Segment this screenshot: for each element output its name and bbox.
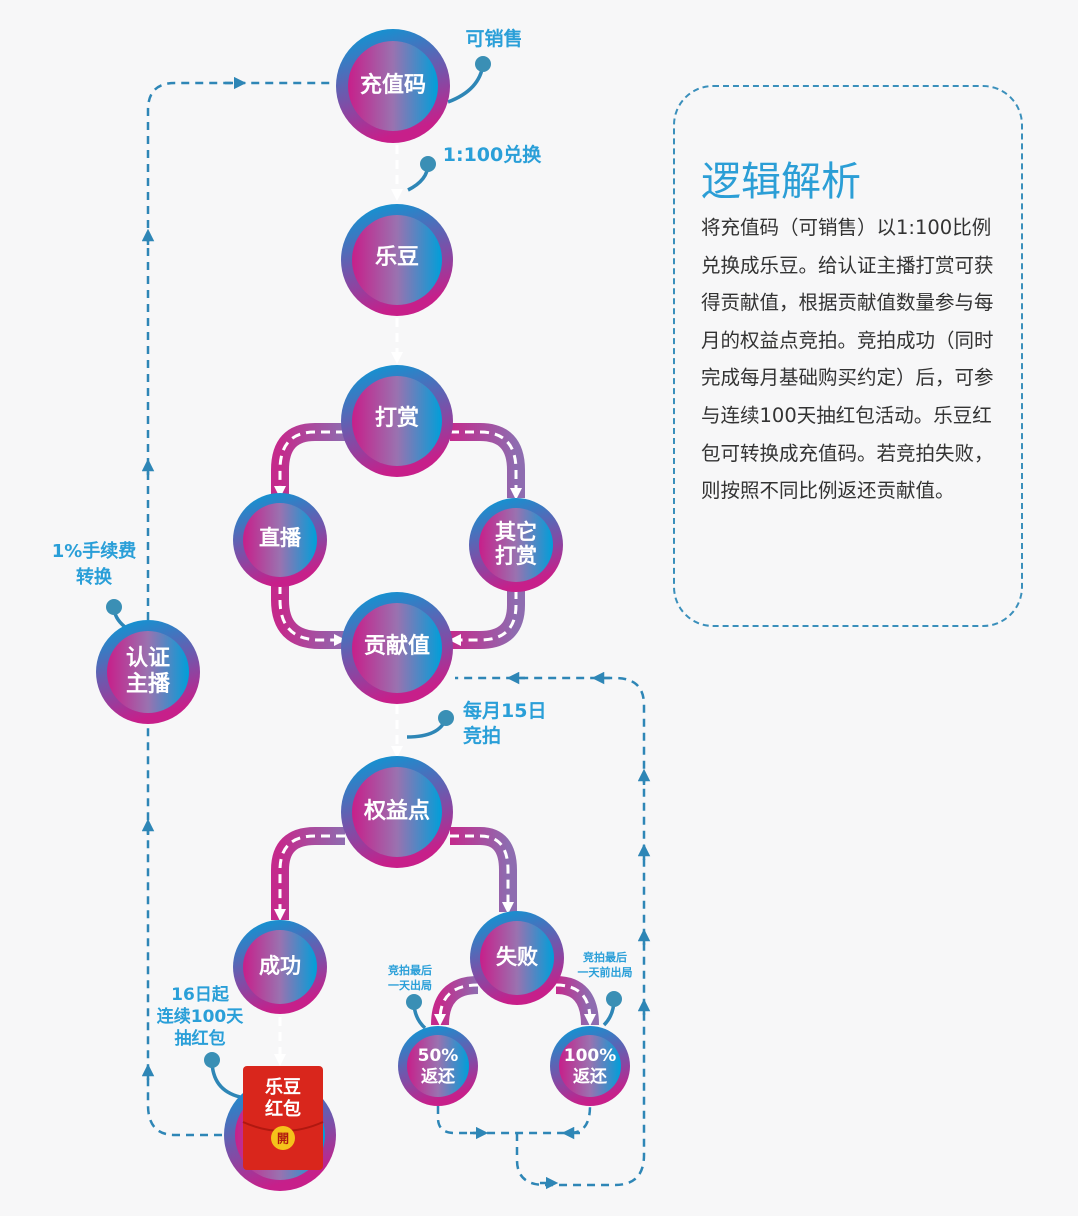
label-draw: 16日起 <box>171 984 230 1005</box>
label-fee: 转换 <box>76 566 113 588</box>
node-label: 返还 <box>573 1067 608 1087</box>
node-label: 乐豆 <box>375 245 419 270</box>
node-tip: 打赏 <box>341 365 453 477</box>
node-label: 其它 <box>495 520 537 544</box>
node-label: 成功 <box>259 954 301 978</box>
panel-title: 逻辑解析 <box>701 159 861 205</box>
node-refund-50: 50% 返还 <box>398 1026 478 1106</box>
node-label: 返还 <box>421 1067 456 1087</box>
label-auction: 每月15日 <box>463 699 546 722</box>
label-out-before: 竞拍最后 <box>583 950 627 964</box>
node-success: 成功 <box>233 920 327 1014</box>
node-refund-100: 100% 返还 <box>550 1026 630 1106</box>
label-sellable: 可销售 <box>465 27 522 50</box>
annotations: 可销售 1:100兑换 1%手续费 转换 每月15日 竞拍 16日起 连续100… <box>52 27 633 1049</box>
node-label: 认证 <box>126 646 170 671</box>
node-label: 50% <box>418 1046 459 1066</box>
node-contribution: 贡献值 <box>341 592 453 704</box>
node-certified-anchor: 认证 主播 <box>96 620 200 724</box>
node-label: 贡献值 <box>364 633 430 659</box>
dashed-loops <box>141 76 651 1190</box>
node-label: 权益点 <box>363 798 430 824</box>
callout-pins <box>106 56 622 1099</box>
node-equity: 权益点 <box>341 756 453 868</box>
label-fee: 1%手续费 <box>52 540 137 562</box>
node-label: 100% <box>564 1046 617 1066</box>
node-label: 乐豆 <box>265 1077 301 1098</box>
node-recharge-code: 充值码 <box>336 29 450 143</box>
node-label: 直播 <box>259 526 302 550</box>
label-out-last: 一天出局 <box>388 978 432 992</box>
node-label: 打赏 <box>495 544 537 568</box>
node-ledou: 乐豆 <box>341 204 453 316</box>
label-draw: 连续100天 <box>157 1006 244 1027</box>
label-draw: 抽红包 <box>175 1028 226 1049</box>
label-out-before: 一天前出局 <box>578 965 633 979</box>
node-other-tip: 其它 打赏 <box>469 498 563 592</box>
open-coin-icon <box>271 1126 295 1150</box>
node-label: 打赏 <box>375 406 419 431</box>
main-tracks <box>271 140 599 1066</box>
node-label: 主播 <box>126 672 171 697</box>
node-label: 红包 <box>265 1098 301 1120</box>
node-label: 充值码 <box>360 72 426 98</box>
label-exchange: 1:100兑换 <box>443 143 542 166</box>
node-label: 失败 <box>496 945 538 969</box>
node-fail: 失败 <box>470 911 564 1005</box>
panel-body: 将充值码（可销售）以1:100比例兑换成乐豆。给认证主播打赏可获得贡献值，根据贡… <box>701 216 994 503</box>
red-packet-icon <box>243 1066 323 1170</box>
node-live: 直播 <box>233 493 327 587</box>
node-red-packet: 乐豆 红包 開 <box>224 1066 336 1191</box>
label-auction: 竞拍 <box>463 724 501 747</box>
open-label: 開 <box>277 1132 289 1146</box>
logic-panel: 逻辑解析 将充值码（可销售）以1:100比例兑换成乐豆。给认证主播打赏可获得贡献… <box>673 85 1023 627</box>
label-out-last: 竞拍最后 <box>388 963 432 977</box>
